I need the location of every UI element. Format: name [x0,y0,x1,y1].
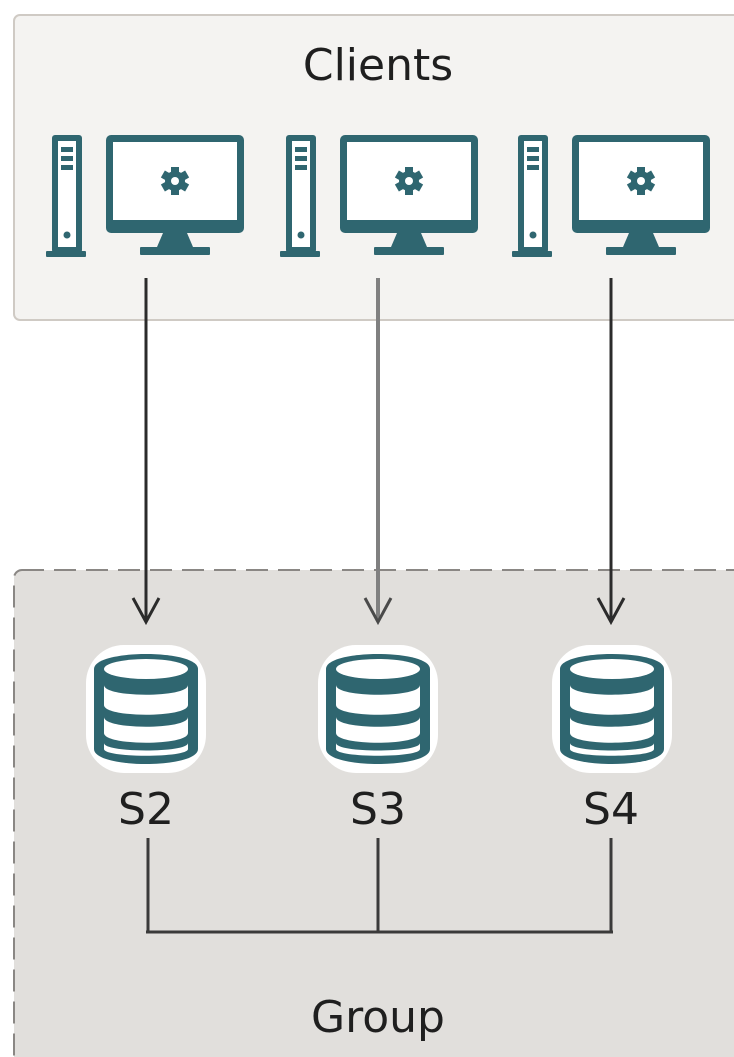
database-icon [552,645,672,773]
arrow-client-2-to-s3 [363,278,393,626]
clients-title: Clients [303,40,453,91]
group-interconnect [146,838,613,934]
server-s3: S3 [318,645,438,835]
server-label-s3: S3 [350,784,406,835]
arrow-client-3-to-s4 [596,278,626,626]
arrow-client-1-to-s2 [131,278,161,626]
database-icon [318,645,438,773]
server-label-s2: S2 [118,784,174,835]
group-title: Group [311,992,445,1043]
server-s2: S2 [86,645,206,835]
server-label-s4: S4 [583,784,639,835]
server-s4: S4 [552,645,672,835]
database-icon [86,645,206,773]
clients-panel: Clients [13,14,734,321]
